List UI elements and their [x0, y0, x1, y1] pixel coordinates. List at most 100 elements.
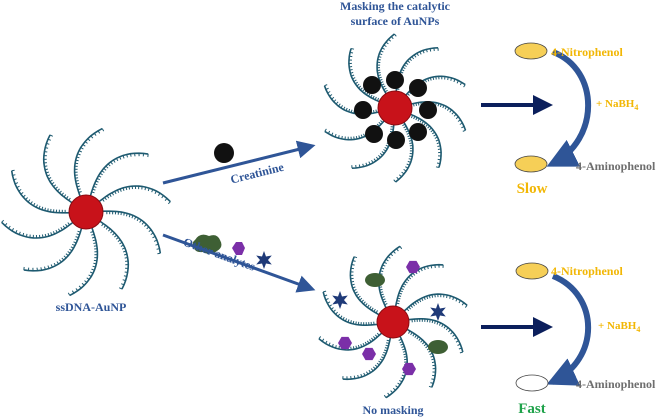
dna-base-tick	[396, 176, 400, 180]
dna-base-tick	[352, 286, 356, 289]
dna-base-tick	[74, 238, 78, 241]
dna-base-tick	[423, 296, 426, 301]
dna-base-tick	[101, 170, 105, 173]
dna-base-tick	[332, 309, 336, 313]
aminophenol-bottom-icon	[515, 374, 549, 392]
dna-base-tick	[413, 115, 416, 120]
dna-base-tick	[398, 338, 402, 341]
dna-base-tick	[368, 93, 371, 97]
dna-base-tick	[428, 295, 431, 299]
dna-base-tick	[437, 145, 441, 147]
nabh4-bottom-label: + NaBH4	[598, 320, 640, 334]
dna-base-tick	[384, 89, 388, 93]
dna-base-tick	[362, 163, 365, 167]
dna-base-tick	[436, 142, 440, 145]
dna-base-tick	[339, 315, 343, 319]
dna-base-tick	[398, 174, 402, 178]
dna-base-tick	[366, 340, 370, 344]
dna-base-tick	[161, 195, 164, 199]
dna-base-tick	[383, 349, 388, 352]
slow-label: Slow	[517, 181, 548, 197]
dna-base-tick	[406, 132, 410, 135]
dna-base-tick	[418, 299, 422, 303]
dna-base-tick	[350, 320, 352, 324]
dna-base-tick	[381, 151, 385, 154]
dna-base-tick	[459, 351, 463, 354]
dna-base-tick	[360, 134, 363, 138]
dna-base-tick	[105, 165, 109, 169]
dna-base-tick	[123, 253, 128, 256]
dna-base-tick	[156, 248, 160, 250]
dna-base-tick	[338, 345, 340, 350]
dna-base-tick	[62, 225, 66, 229]
dna-base-tick	[126, 213, 128, 217]
dna-base-tick	[114, 234, 117, 238]
dna-base-tick	[353, 375, 356, 379]
dna-base-tick	[403, 64, 407, 67]
creatinine-molecule-icon	[409, 123, 427, 141]
dna-base-tick	[45, 171, 49, 174]
dna-base-tick	[375, 156, 379, 160]
dna-base-tick	[364, 303, 368, 307]
dna-base-tick	[410, 115, 414, 119]
dna-base-tick	[84, 141, 88, 144]
dna-base-tick	[69, 248, 73, 252]
dna-base-tick	[364, 341, 368, 345]
dna-base-tick	[422, 341, 425, 345]
dna-base-tick	[463, 84, 466, 88]
dna-base-tick	[12, 174, 16, 176]
dna-base-tick	[61, 192, 64, 196]
dna-base-tick	[378, 76, 382, 79]
dna-base-tick	[350, 280, 355, 283]
dna-base-tick	[15, 229, 18, 234]
dna-base-tick	[65, 196, 69, 199]
dna-base-tick	[429, 319, 431, 323]
ssdna-aunp-left	[1, 127, 171, 297]
dna-base-tick	[328, 342, 331, 346]
dna-base-tick	[146, 226, 150, 230]
dna-base-tick	[148, 229, 152, 232]
dna-base-tick	[438, 322, 442, 326]
dna-base-tick	[136, 217, 139, 222]
dna-base-tick	[459, 122, 463, 125]
dna-base-tick	[373, 109, 375, 114]
dna-base-tick	[112, 232, 115, 236]
dna-base-tick	[429, 48, 432, 52]
dna-base-tick	[405, 62, 409, 65]
dna-base-tick	[352, 260, 356, 262]
dna-base-tick	[55, 186, 58, 190]
dna-base-tick	[379, 288, 383, 291]
dna-base-tick	[33, 202, 36, 207]
dna-base-tick	[383, 149, 387, 152]
dna-base-tick	[376, 362, 380, 366]
dna-base-tick	[379, 153, 383, 156]
dna-base-tick	[382, 85, 386, 88]
dna-base-tick	[44, 207, 46, 211]
dna-base-tick	[408, 139, 413, 142]
dna-base-tick	[46, 142, 50, 145]
dna-base-tick	[431, 378, 435, 380]
dna-base-tick	[407, 60, 411, 63]
dna-base-tick	[167, 201, 171, 205]
ssdna-aunp-label: ssDNA-AuNP	[56, 300, 127, 314]
dna-base-tick	[38, 205, 41, 209]
hexagon-icon	[232, 242, 245, 255]
dna-base-tick	[121, 283, 125, 286]
dna-base-tick	[122, 187, 125, 191]
dna-base-tick	[385, 41, 389, 45]
dna-base-tick	[139, 219, 142, 223]
dna-base-tick	[75, 288, 79, 292]
dna-base-tick	[82, 144, 86, 147]
dna-base-tick	[48, 177, 52, 180]
dna-base-tick	[382, 354, 386, 357]
dna-base-tick	[412, 272, 416, 276]
dna-base-tick	[150, 232, 154, 236]
dna-base-tick	[368, 339, 372, 343]
dna-base-tick	[399, 341, 403, 344]
dna-base-tick	[454, 337, 458, 340]
dna-base-tick	[384, 146, 388, 150]
dna-base-tick	[119, 156, 122, 160]
dna-base-tick	[333, 99, 337, 103]
masking-title-line1: Masking the catalytic	[340, 0, 451, 13]
